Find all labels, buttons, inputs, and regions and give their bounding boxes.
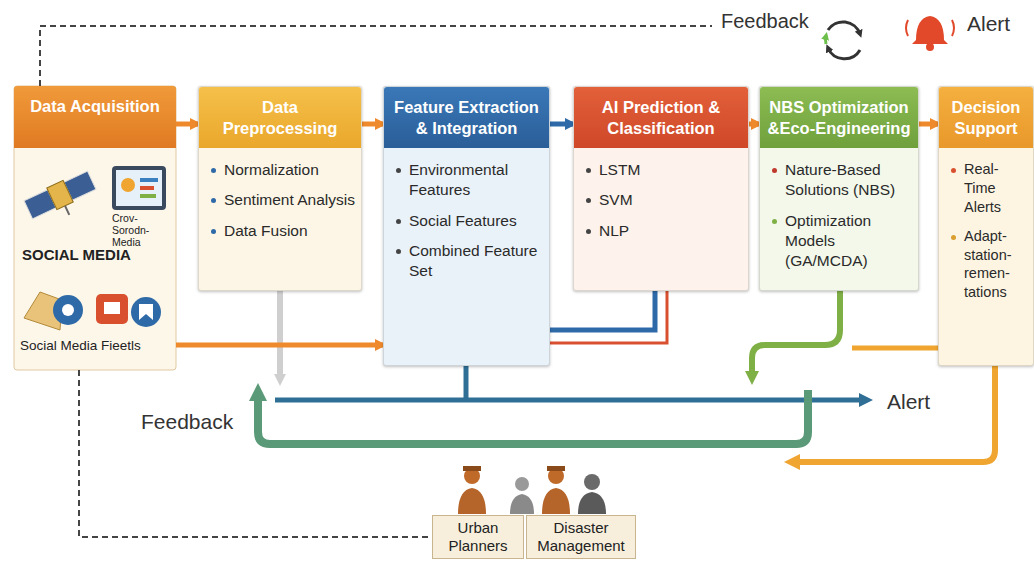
icon-caption: SOCIAL MEDIA: [22, 246, 131, 263]
bullet-dot: [211, 229, 216, 234]
flow-label: Feedback: [718, 10, 812, 33]
bullet-dot: [586, 198, 591, 203]
box-heading: NBS Optimization &Eco-Engineering: [760, 87, 918, 148]
bullet-text: Real-Time Alerts: [964, 160, 1027, 217]
bullet-text: Sentiment Analysis: [224, 190, 355, 210]
bullet-dot: [772, 168, 777, 173]
flow-connector: [749, 122, 759, 127]
role-label: Urban Planners: [437, 519, 519, 555]
flow-connector: [362, 122, 383, 127]
bullet-text: Nature-Based Solutions (NBS): [785, 160, 912, 200]
role-label: Disaster Management: [531, 519, 631, 555]
box-heading: Feature Extraction & Integration: [384, 87, 549, 148]
bullet-text: SVM: [599, 190, 742, 210]
flow-connector: [176, 122, 198, 127]
bullet-dot: [211, 168, 216, 173]
bullet-dot: [772, 219, 777, 224]
process-box: Data AcquisitionSOCIAL MEDIACrov- Sorodn…: [14, 86, 176, 370]
flow-connector: [550, 291, 655, 330]
icon-caption: Crov- Sorodn- Media: [112, 212, 172, 248]
bullet-text: Adapt- station- remen- tations: [964, 227, 1027, 302]
process-box: Decision SupportReal-Time AlertsAdapt- s…: [938, 86, 1034, 366]
bullet-dot: [211, 198, 216, 203]
bullet-text: Environmental Features: [409, 160, 543, 200]
bullet-text: NLP: [599, 221, 742, 241]
flow-label: Alert: [884, 390, 933, 414]
flow-connector: [550, 122, 573, 127]
bullet-text: Data Fusion: [224, 221, 355, 241]
process-box: Feature Extraction & IntegrationEnvironm…: [383, 86, 550, 366]
bullet-text: Optimization Models (GA/MCDA): [785, 211, 912, 271]
bullet-text: Social Features: [409, 211, 543, 231]
box-heading: AI Prediction & Classification: [574, 87, 748, 148]
bullet-dot: [951, 235, 956, 240]
flow-label: Feedback: [138, 410, 236, 434]
bullet-text: Normalization: [224, 160, 355, 180]
flow-label: Alert: [964, 12, 1013, 36]
flow-connector: [79, 370, 432, 537]
role-box: Disaster Management: [526, 515, 636, 559]
icon-caption: Social Media Fieetls: [20, 338, 141, 353]
bullet-text: LSTM: [599, 160, 742, 180]
bullet-dot: [396, 168, 401, 173]
flow-connector: [176, 343, 383, 348]
box-heading: Decision Support: [939, 87, 1033, 148]
bullet-dot: [396, 219, 401, 224]
flow-connector: [919, 122, 938, 127]
process-box: NBS Optimization &Eco-EngineeringNature-…: [759, 86, 919, 291]
process-box: AI Prediction & ClassificationLSTM SVM NLP: [573, 86, 749, 291]
process-box: Data PreprocessingNormalizationSentiment…: [198, 86, 362, 291]
bullet-dot: [586, 229, 591, 234]
box-heading: Data Acquisition: [14, 86, 176, 148]
bullet-dot: [586, 168, 591, 173]
bullet-dot: [951, 168, 956, 173]
bullet-dot: [396, 249, 401, 254]
role-box: Urban Planners: [432, 515, 524, 559]
bullet-text: Combined Feature Set: [409, 241, 543, 281]
box-heading: Data Preprocessing: [199, 87, 361, 148]
